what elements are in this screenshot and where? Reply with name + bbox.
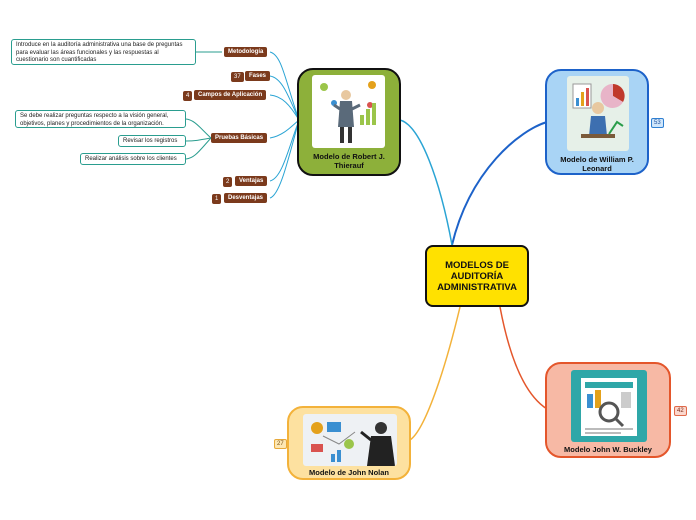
link-metodologia: [269, 51, 300, 121]
whiteboard-man-illustration: [303, 414, 397, 466]
model-buckley-count-badge[interactable]: 42: [674, 406, 687, 416]
branch-ventajas[interactable]: Ventajas: [235, 176, 268, 186]
link-pruebas-note3: [185, 137, 212, 160]
note-pruebas-clientes[interactable]: Realizar análisis sobre los clientes: [80, 153, 186, 165]
document-magnifier-illustration: [571, 370, 647, 442]
model-robert-label: Modelo de Robert J. Thierauf: [313, 152, 385, 170]
branch-fases[interactable]: Fases: [245, 71, 271, 81]
note-pruebas-registros[interactable]: Revisar los registros: [118, 135, 186, 147]
model-william-count-badge[interactable]: 53: [651, 118, 664, 128]
model-william-node[interactable]: Modelo de William P. Leonard: [545, 69, 649, 175]
link-robert: [399, 119, 453, 246]
link-william: [451, 121, 548, 246]
model-william-label: Modelo de William P. Leonard: [560, 155, 634, 173]
note-pruebas-vision[interactable]: Se debe realizar preguntas respecto a la…: [15, 110, 186, 128]
link-campos: [269, 94, 300, 121]
desventajas-count-badge[interactable]: 1: [212, 194, 222, 204]
analyst-chart-illustration: [567, 76, 629, 151]
branch-pruebas-basicas[interactable]: Pruebas Básicas: [211, 133, 268, 143]
campos-count-badge[interactable]: 4: [183, 91, 193, 101]
model-robert-node[interactable]: Modelo de Robert J. Thierauf: [297, 68, 401, 176]
link-buckley: [499, 306, 548, 410]
central-topic[interactable]: MODELOS DE AUDITORÍA ADMINISTRATIVA: [425, 245, 529, 307]
link-ventajas: [269, 119, 300, 182]
link-desventajas: [269, 119, 300, 199]
note-metodologia[interactable]: Introduce en la auditoría administrativa…: [11, 39, 196, 65]
branch-desventajas[interactable]: Desventajas: [224, 193, 268, 203]
model-nolan-count-badge[interactable]: 27: [274, 439, 287, 449]
link-pruebas-note1: [185, 118, 212, 139]
model-nolan-node[interactable]: Modelo de John Nolan: [287, 406, 411, 480]
model-nolan-label: Modelo de John Nolan: [309, 468, 389, 477]
fases-count-badge[interactable]: 37: [231, 72, 244, 82]
link-nolan: [409, 306, 461, 441]
ventajas-count-badge[interactable]: 2: [223, 177, 233, 187]
branch-metodologia[interactable]: Metodología: [224, 47, 268, 57]
model-buckley-node[interactable]: Modelo John W. Buckley: [545, 362, 671, 458]
link-pruebas-note2: [185, 137, 212, 142]
businessman-illustration: [312, 75, 385, 148]
model-buckley-label: Modelo John W. Buckley: [564, 445, 652, 454]
link-fases: [269, 75, 300, 121]
link-pruebas: [269, 119, 300, 139]
branch-campos-aplicacion[interactable]: Campos de Aplicación: [194, 90, 267, 100]
